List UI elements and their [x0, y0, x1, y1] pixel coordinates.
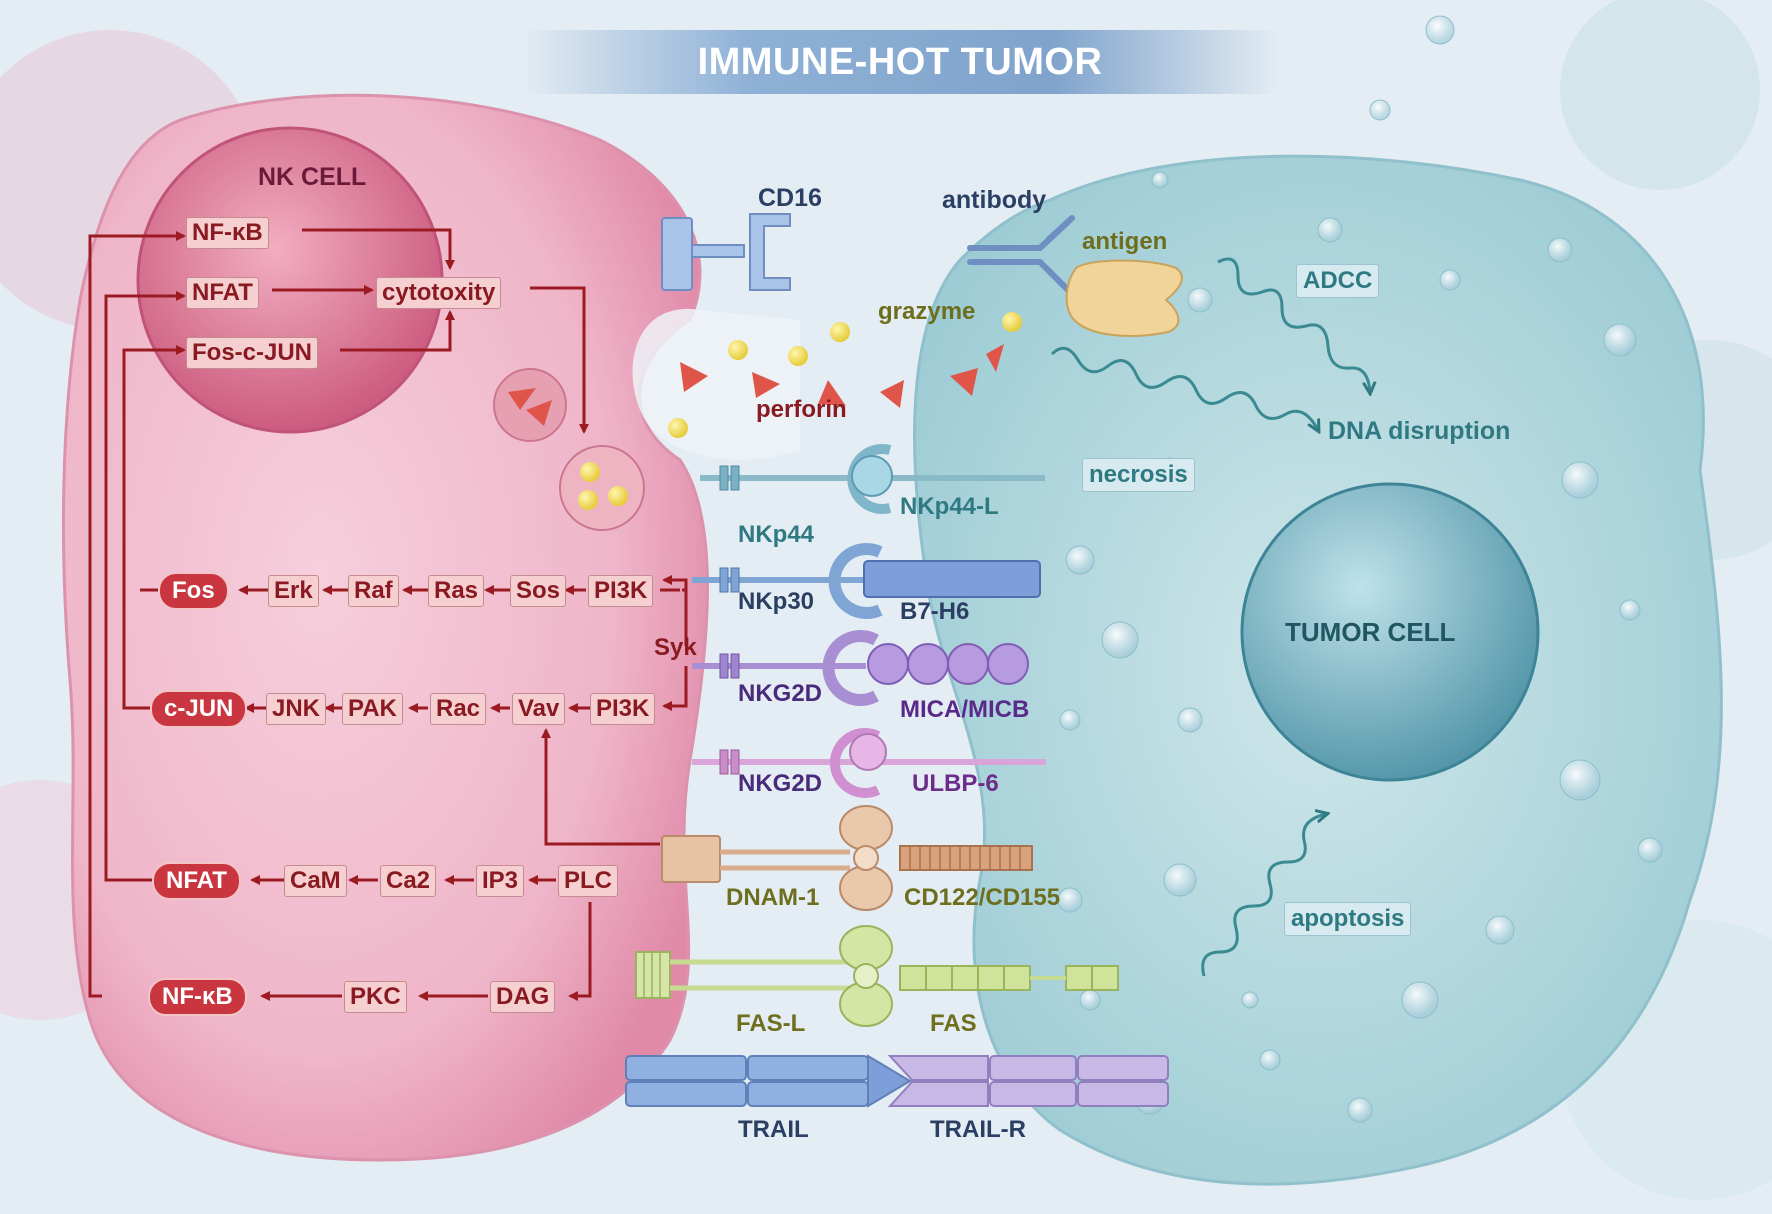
- node-nfkb-top: NF-κB: [186, 217, 269, 249]
- label-dnam-1: DNAM-1: [726, 884, 820, 911]
- node-raf: Raf: [348, 575, 399, 607]
- node-pi3k-2: PI3K: [590, 693, 656, 725]
- node-pkc: PKC: [344, 981, 407, 1013]
- label-cd122-cd155: CD122/CD155: [904, 884, 1061, 911]
- node-cam: CaM: [284, 865, 347, 897]
- tag-necrosis: necrosis: [1082, 458, 1195, 492]
- output-cjun: c-JUN: [150, 690, 248, 728]
- label-cd16: CD16: [758, 184, 822, 212]
- perforin-particles: [680, 344, 1004, 408]
- nk-cell-label: NK CELL: [258, 163, 367, 191]
- label-ulbp-6: ULBP-6: [912, 770, 999, 797]
- label-trail-r: TRAIL-R: [930, 1116, 1026, 1143]
- node-erk: Erk: [268, 575, 319, 607]
- label-perforin: perforin: [756, 396, 847, 423]
- output-nfkb: NF-κB: [148, 978, 247, 1016]
- node-sos: Sos: [510, 575, 567, 607]
- nkp44-receptor: [700, 444, 1045, 514]
- node-pi3k-1: PI3K: [588, 575, 654, 607]
- label-nkp30: NKp30: [738, 588, 815, 615]
- node-fos-cjun: Fos-c-JUN: [186, 337, 319, 369]
- label-nkg2d-2: NKG2D: [738, 770, 823, 797]
- antigen: [1065, 259, 1183, 337]
- label-nkp44-l: NKp44-L: [900, 493, 999, 520]
- nkg2d-mica-receptor: [692, 630, 1029, 706]
- b7-h6-ligand: [863, 560, 1041, 598]
- trail-receptor: [625, 1054, 1169, 1108]
- syk-label: Syk: [654, 634, 697, 661]
- tag-adcc: ADCC: [1296, 264, 1380, 298]
- label-grazyme: grazyme: [878, 298, 976, 325]
- label-antigen: antigen: [1082, 228, 1168, 255]
- tumor-nucleus: [1240, 482, 1540, 782]
- node-ras: Ras: [428, 575, 485, 607]
- node-vav: Vav: [512, 693, 566, 725]
- tag-apoptosis: apoptosis: [1284, 902, 1412, 936]
- fasl-receptor: [635, 925, 1119, 1027]
- node-cytotoxity: cytotoxity: [376, 277, 502, 309]
- label-b7-h6: B7-H6: [900, 598, 970, 625]
- grazyme-particles: [668, 312, 1022, 438]
- trail-r-ligand: [887, 1055, 989, 1081]
- label-trail: TRAIL: [738, 1116, 809, 1143]
- output-nfat: NFAT: [152, 862, 241, 900]
- title-banner: IMMUNE-HOT TUMOR: [520, 30, 1280, 94]
- perforin-granule: [493, 368, 567, 442]
- node-ca2: Ca2: [380, 865, 437, 897]
- label-fas-l: FAS-L: [736, 1010, 806, 1037]
- wavy-arrow-icon: [1201, 814, 1326, 977]
- label-fas: FAS: [930, 1010, 977, 1037]
- fas-ligand: [899, 965, 1119, 991]
- nkp44-l-ligand: [851, 455, 893, 497]
- tumor-cell-label: TUMOR CELL: [1285, 617, 1456, 647]
- page-title: IMMUNE-HOT TUMOR: [697, 40, 1103, 83]
- output-fos: Fos: [158, 572, 229, 610]
- label-nkp44: NKp44: [738, 521, 815, 548]
- grazyme-granule: [559, 445, 645, 531]
- node-rac: Rac: [430, 693, 487, 725]
- label-mica-micb: MICA/MICB: [900, 696, 1030, 723]
- cd16-receptor: [661, 213, 791, 291]
- node-nfat-top: NFAT: [186, 277, 259, 309]
- label-antibody: antibody: [942, 186, 1047, 214]
- dnam1-receptor: [661, 805, 1033, 911]
- node-plc: PLC: [558, 865, 618, 897]
- nkp30-receptor: [692, 543, 1041, 619]
- wavy-arrow-icon: [1050, 346, 1318, 430]
- label-nkg2d-1: NKG2D: [738, 680, 823, 707]
- node-dag: DAG: [490, 981, 556, 1013]
- nkg2d-ulbp6-receptor: [692, 728, 1046, 798]
- node-jnk: JNK: [266, 693, 327, 725]
- wavy-arrow-icon: [1217, 257, 1370, 392]
- node-ip3: IP3: [476, 865, 525, 897]
- label-dna-disruption: DNA disruption: [1328, 417, 1511, 445]
- node-pak: PAK: [342, 693, 403, 725]
